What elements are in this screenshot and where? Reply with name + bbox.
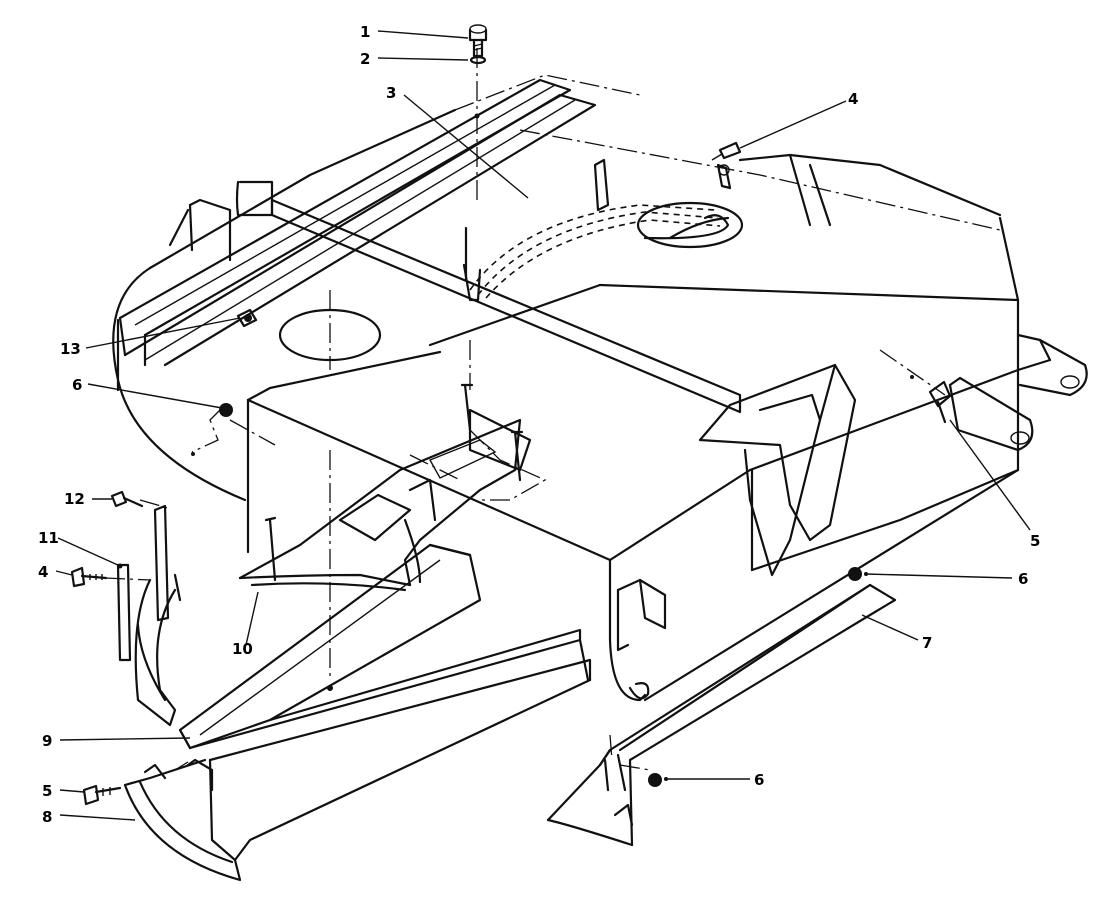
part-7-right-skirt — [546, 583, 897, 847]
part-13-bolt — [236, 308, 258, 328]
hardware — [70, 24, 952, 806]
callout-3: 3 — [386, 84, 396, 102]
callout-5-left: 5 — [42, 782, 52, 800]
callout-4-top: 4 — [848, 90, 858, 108]
part-9-lower-baffle — [178, 543, 590, 750]
part-4-bolt-top — [711, 141, 742, 190]
callout-labels: 1 2 3 4 13 6 12 11 4 10 9 5 8 5 6 7 6 — [38, 23, 1040, 826]
part-12-bolt — [110, 490, 144, 508]
callout-9: 9 — [42, 732, 52, 750]
callout-13: 13 — [60, 340, 81, 358]
callout-1: 1 — [360, 23, 370, 41]
deflector-plates — [698, 363, 857, 577]
callout-5-right: 5 — [1030, 532, 1040, 550]
callout-2: 2 — [360, 50, 370, 68]
deck-housing — [112, 74, 1052, 702]
top-channel-rail — [118, 78, 597, 367]
callout-8: 8 — [42, 808, 52, 826]
part-1-bolt — [468, 24, 488, 58]
part-8-front-skirt — [123, 658, 592, 882]
part-5-bolt-right — [910, 375, 952, 424]
callout-11: 11 — [38, 529, 59, 547]
callout-6-right-bottom: 6 — [754, 771, 764, 789]
callout-6-right-top: 6 — [1018, 570, 1028, 588]
part-2-washer — [469, 55, 487, 65]
part-11-12-side-bracket — [116, 504, 182, 727]
callout-12: 12 — [64, 490, 85, 508]
part-5-bolt-left — [82, 784, 122, 806]
assembly-centerlines — [104, 48, 946, 771]
callout-6-left: 6 — [72, 376, 82, 394]
callout-4-left: 4 — [38, 563, 48, 581]
part-6-nut-right-bottom — [648, 773, 668, 787]
part-6-nut-right-top — [848, 567, 868, 581]
callout-10: 10 — [232, 640, 253, 658]
part-3-curved-baffle — [462, 158, 721, 302]
part-4-bolt-left — [70, 566, 108, 588]
right-mounting-brackets — [948, 333, 1088, 452]
front-center-bracket — [616, 578, 667, 652]
part-6-nut-left — [191, 403, 233, 456]
cross-beam — [168, 180, 742, 414]
callout-7: 7 — [922, 634, 932, 652]
callout-leaders — [55, 30, 1031, 821]
